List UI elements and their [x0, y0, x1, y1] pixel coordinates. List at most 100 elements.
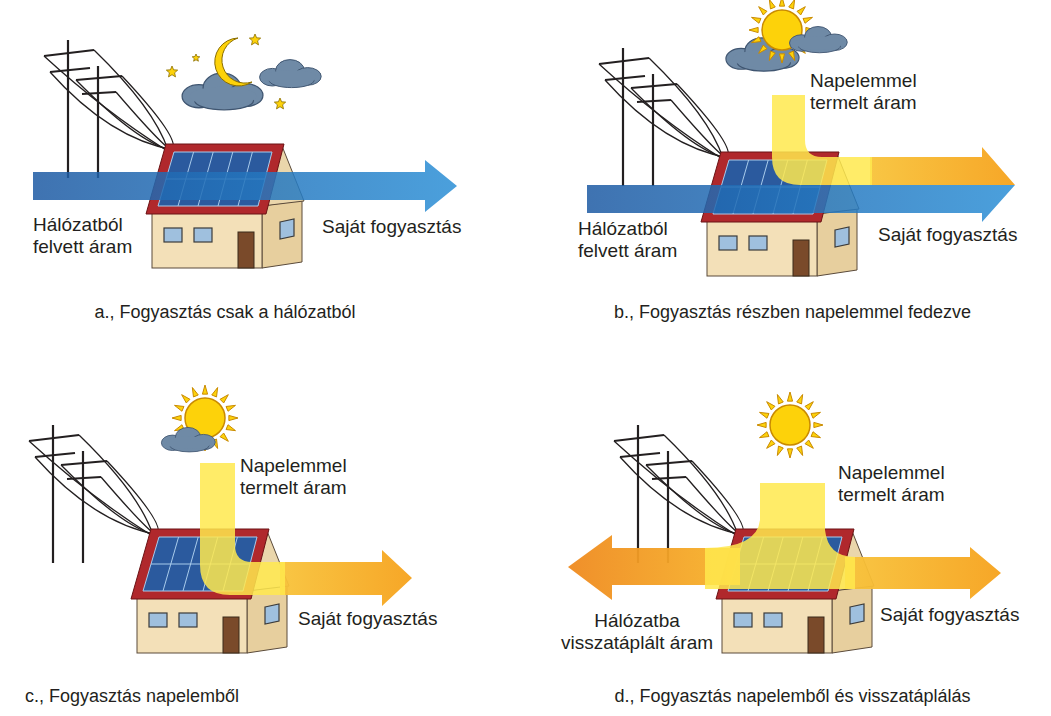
door: [808, 617, 824, 653]
power-pole: [599, 48, 731, 186]
pole-line: [599, 58, 649, 64]
moon: [215, 38, 252, 86]
panel-caption: b., Fogyasztás részben napelemmel fedezv…: [555, 302, 1030, 323]
current-label: Hálózatból felvett áram: [578, 218, 706, 263]
sun-ray: [759, 7, 767, 15]
sun-ray: [805, 402, 813, 410]
sun-ray: [226, 425, 235, 431]
sun-ray: [202, 385, 207, 394]
consumption-arrow: [280, 550, 412, 606]
current-label: Saját fogyasztás: [322, 216, 461, 238]
cloud-core: [733, 50, 794, 67]
door: [793, 240, 809, 276]
power-wire: [686, 477, 746, 537]
power-pole: [29, 425, 161, 563]
power-wire: [101, 477, 161, 537]
pole-line: [44, 50, 94, 56]
power-wire: [677, 84, 728, 158]
grid-current-arrow: [33, 160, 457, 212]
pole-line: [35, 453, 75, 457]
power-wire: [44, 56, 166, 150]
window: [280, 219, 294, 239]
pole-line: [667, 451, 669, 563]
power-wire: [599, 64, 721, 158]
power-wire: [620, 457, 744, 535]
current-label: Hálózatból felvett áram: [33, 214, 161, 259]
current-label: Saját fogyasztás: [878, 224, 1017, 246]
sun-ray: [760, 412, 769, 418]
cloud-core: [166, 437, 211, 450]
pole-line: [620, 453, 660, 457]
current-label: Napelemmel termelt áram: [838, 462, 978, 507]
power-wire: [614, 441, 736, 535]
panel-caption: d., Fogyasztás napelemből és visszatáplá…: [555, 686, 1030, 707]
pole-line: [637, 425, 639, 563]
sun-ray: [767, 402, 775, 410]
sun-ray: [760, 432, 769, 438]
power-wire: [94, 50, 168, 150]
window: [734, 613, 752, 627]
front-wall: [137, 597, 247, 653]
power-wire: [116, 92, 176, 152]
cloud-core: [265, 70, 316, 84]
window: [850, 604, 864, 624]
power-wire: [664, 435, 738, 535]
window: [265, 604, 279, 624]
sun-ray: [777, 446, 783, 455]
sun-ray: [797, 446, 803, 455]
sun-ray: [811, 432, 820, 438]
sun-ray: [769, 51, 775, 60]
front-wall: [722, 597, 832, 653]
sun: [757, 392, 823, 458]
power-pole: [614, 425, 746, 563]
sun-ray: [779, 0, 784, 6]
sun-ray: [787, 392, 792, 401]
window: [194, 228, 212, 242]
sun-ray: [192, 388, 198, 397]
sun-ray: [805, 440, 813, 448]
window: [179, 613, 197, 627]
power-wire: [671, 100, 731, 160]
sun-ray: [797, 395, 803, 404]
power-wire: [605, 80, 729, 158]
pole-line: [631, 84, 677, 88]
sun-ray: [769, 0, 775, 9]
power-wire: [107, 461, 158, 535]
power-pole: [44, 40, 176, 178]
star: [166, 66, 177, 77]
current-label: Saját fogyasztás: [880, 604, 1019, 626]
cloud: [161, 427, 215, 452]
star: [192, 54, 200, 61]
sun: [749, 0, 815, 63]
star: [249, 34, 260, 45]
cloud-core: [189, 87, 256, 106]
pole-line: [82, 451, 84, 563]
power-wire: [29, 441, 151, 535]
sun-ray: [220, 433, 228, 441]
window: [749, 236, 767, 250]
sun-ray: [811, 412, 820, 418]
sun-ray: [220, 395, 228, 403]
sun-ray: [759, 45, 767, 53]
sun-ray: [779, 54, 784, 63]
window: [164, 228, 182, 242]
side-wall: [832, 585, 872, 653]
sun-ray: [757, 422, 766, 427]
sun-ray: [787, 449, 792, 458]
sun-ray: [226, 405, 235, 411]
current-label: Saját fogyasztás: [298, 608, 437, 630]
current-label: Napelemmel termelt áram: [240, 455, 380, 500]
sun-ray: [767, 440, 775, 448]
cloud-core: [795, 36, 843, 50]
pole-line: [29, 435, 79, 441]
window: [764, 613, 782, 627]
sun-ray: [803, 17, 812, 23]
power-wire: [35, 457, 159, 535]
panel-caption: a., Fogyasztás csak a hálózatból: [40, 302, 410, 323]
power-wire: [79, 435, 153, 535]
current-label: Hálózatba visszatáplált áram: [553, 610, 721, 655]
side-wall: [817, 208, 857, 276]
sun-ray: [814, 422, 823, 427]
grid-current-arrow: [587, 185, 1015, 222]
panel-caption: c., Fogyasztás napelemből: [25, 686, 239, 707]
